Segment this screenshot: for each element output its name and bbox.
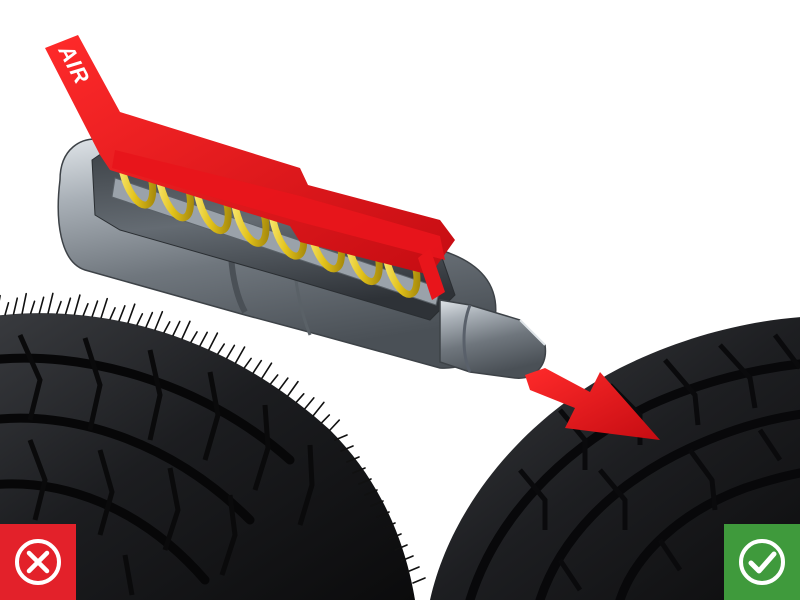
tire-spike — [364, 489, 378, 496]
tire-spike — [225, 344, 236, 360]
tire-spike — [154, 310, 164, 331]
tire-spike — [340, 445, 354, 452]
tire-spike — [47, 292, 54, 314]
tire-spike — [38, 296, 45, 314]
tire-spike — [346, 456, 360, 463]
tire-spike — [163, 321, 171, 334]
bad-indicator-badge — [0, 524, 76, 600]
tire-spike — [208, 332, 219, 351]
tire-spike — [376, 511, 390, 518]
tire-spike — [234, 346, 246, 364]
tire-spike — [400, 555, 414, 562]
tire-spike — [21, 292, 28, 315]
tire-spike — [145, 311, 154, 328]
tire-spike — [243, 357, 252, 369]
tire-spike — [370, 500, 384, 507]
tire-spike — [287, 380, 299, 397]
tire-spike — [12, 297, 19, 315]
tire-left-with-spikes — [0, 292, 426, 600]
tire-spike — [100, 297, 109, 319]
tire-spike — [4, 301, 10, 316]
tire-spike — [56, 300, 62, 315]
tire-spike — [388, 533, 402, 540]
tire-spike — [181, 320, 191, 340]
good-indicator-badge — [724, 524, 800, 600]
tire-spike — [172, 320, 181, 337]
tire-spike — [394, 544, 408, 551]
tire-spike — [109, 307, 116, 320]
tire-spike — [334, 434, 348, 441]
tire-spike — [352, 467, 366, 474]
tire-spike — [216, 343, 226, 355]
tire-spike — [412, 577, 426, 584]
tire-spike — [320, 414, 331, 424]
tire-spike — [136, 313, 144, 326]
tire-spike — [82, 302, 89, 317]
tire-spike — [295, 393, 305, 403]
tire-spike — [261, 362, 273, 380]
tire-spike — [304, 397, 315, 410]
tire-spike — [382, 522, 396, 529]
tire-spike — [199, 331, 208, 347]
tire-spike — [127, 303, 136, 324]
tire-spike — [312, 401, 325, 417]
tire-spike — [190, 331, 198, 343]
tire-spike — [358, 478, 372, 485]
tire-spike — [73, 294, 81, 316]
tire-spike — [406, 566, 420, 573]
air-flow-arrow: AIR — [45, 35, 660, 440]
tire-spike — [64, 297, 72, 315]
check-circle-icon — [724, 524, 800, 600]
tire-spike — [278, 377, 289, 391]
tire-spike — [269, 374, 279, 385]
x-circle-icon — [0, 524, 76, 600]
tire-spike — [329, 419, 341, 431]
tire-spike — [91, 300, 99, 318]
tire-spike — [118, 305, 126, 322]
tire-spike — [29, 300, 36, 315]
tire-spike — [252, 359, 263, 374]
